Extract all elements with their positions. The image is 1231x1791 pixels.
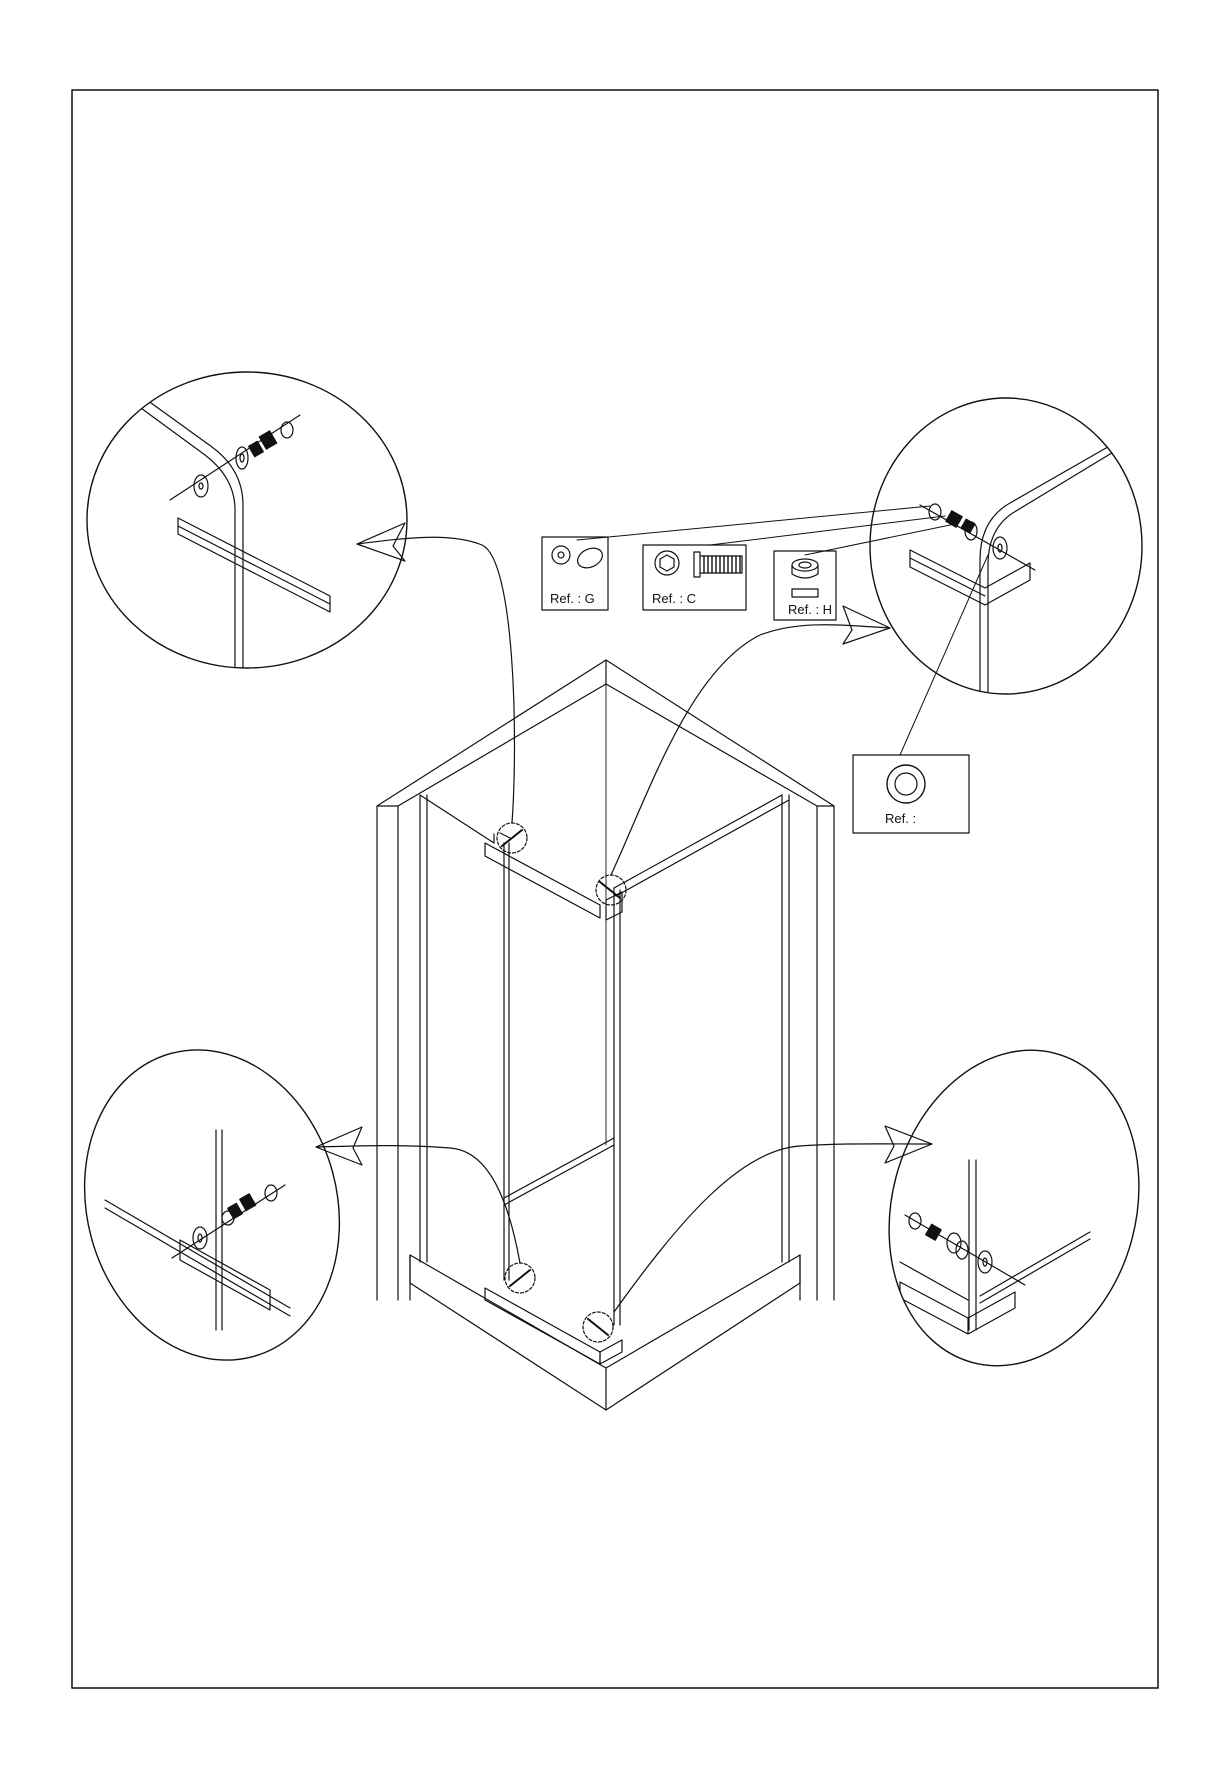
part-box-g: Ref. : G xyxy=(542,537,608,610)
spacer-icon xyxy=(792,589,818,597)
cap-icon xyxy=(552,546,570,564)
cover-icon xyxy=(574,544,605,571)
detail-bottom-left xyxy=(51,1021,374,1389)
leader-arrows xyxy=(316,523,932,1312)
top-rail xyxy=(485,843,600,918)
part-box-c: Ref. : C xyxy=(643,545,746,610)
back-wall xyxy=(377,660,834,1300)
detail-top-left xyxy=(87,372,407,680)
callout-markers xyxy=(497,823,626,1342)
screw-icon xyxy=(694,552,700,577)
part-label-h: Ref. : H xyxy=(788,602,832,617)
bushing-icon xyxy=(792,559,818,571)
part-box-h: Ref. : H xyxy=(774,551,836,620)
arrow-icon xyxy=(357,523,405,561)
page-frame xyxy=(72,90,1158,1688)
detail-bottom-right xyxy=(855,1022,1174,1394)
part-label-washer: Ref. : xyxy=(885,811,916,826)
part-box-washer: Ref. : xyxy=(853,755,969,833)
part-label-c: Ref. : C xyxy=(652,591,696,606)
part-label-g: Ref. : G xyxy=(550,591,595,606)
detail-top-right xyxy=(870,398,1142,700)
washer-icon xyxy=(887,765,925,803)
arrow-icon xyxy=(843,606,890,644)
shower-enclosure xyxy=(377,660,834,1410)
part-leaders xyxy=(577,506,988,755)
